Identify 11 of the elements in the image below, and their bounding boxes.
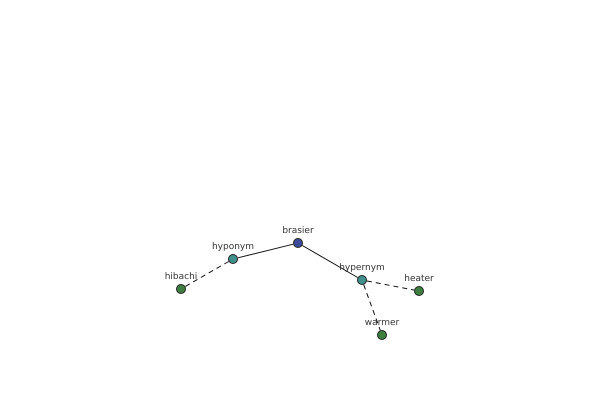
node-label: heater [404, 274, 434, 285]
dashed-line [363, 284, 381, 331]
node-label: warmer [364, 318, 400, 329]
dashed-line [366, 280, 415, 291]
node-label: hibachi [164, 272, 198, 283]
node-label: hyponym [212, 242, 254, 253]
node-label: hypernym [339, 263, 385, 274]
connector-line [237, 244, 294, 258]
dashed-line [184, 261, 230, 287]
node-label: brasier [282, 226, 314, 237]
connector-line [302, 245, 358, 278]
